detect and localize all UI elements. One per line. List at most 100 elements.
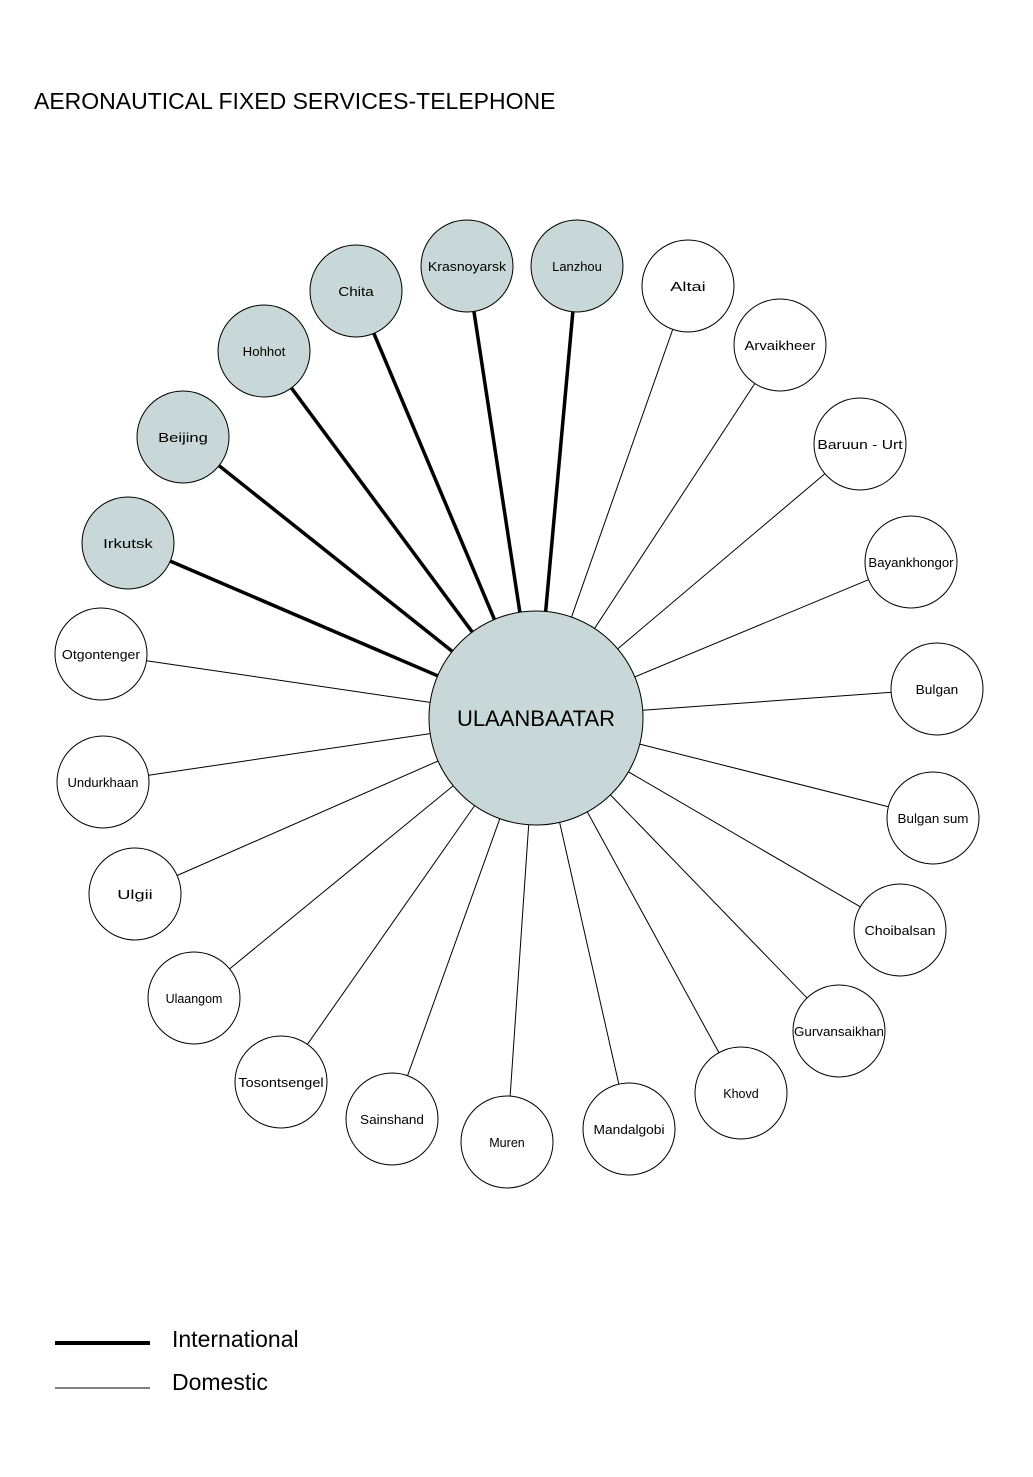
node-khovd: Khovd — [694, 1046, 788, 1140]
node-circle — [864, 515, 958, 609]
node-circle — [217, 304, 311, 398]
hub-label: ULAANBAATAR — [457, 706, 615, 731]
node-circle — [890, 642, 984, 736]
node-circle — [345, 1072, 439, 1166]
link-sainshand — [407, 818, 501, 1076]
node-label: Bulgan — [916, 682, 959, 697]
node-circle — [420, 219, 514, 313]
link-undurkhaan — [148, 733, 431, 776]
node-hohhot: Hohhot — [217, 304, 311, 398]
node-circle — [309, 244, 403, 338]
node-bayankhongor: Bayankhongor — [864, 515, 958, 609]
legend-international-label: International — [172, 1326, 299, 1352]
node-circle — [234, 1035, 328, 1129]
link-otgontenger — [146, 660, 431, 703]
link-mandalgobi — [559, 822, 620, 1085]
link-irkutsk — [169, 559, 439, 678]
node-circle — [147, 951, 241, 1045]
link-arvaikheer — [594, 383, 756, 629]
node-label: Hohhot — [243, 344, 286, 359]
node-label: Bulgan sum — [898, 811, 969, 826]
link-beijing — [217, 464, 454, 653]
node-label: Ulaangom — [166, 991, 223, 1006]
node-label: Altai — [670, 279, 706, 294]
node-circle — [460, 1095, 554, 1189]
node-arvaikheer: Arvaikheer — [733, 298, 827, 392]
link-choibalsan — [628, 771, 861, 908]
node-gurvansaikhan: Gurvansaikhan — [792, 984, 886, 1078]
node-bulgan: Bulgan — [890, 642, 984, 736]
link-bulgan-sum — [639, 743, 889, 808]
node-circle — [792, 984, 886, 1078]
node-circle — [853, 883, 947, 977]
node-chita: Chita — [309, 244, 403, 338]
link-hohhot — [289, 386, 474, 634]
link-ulgii — [176, 760, 439, 876]
node-circle — [81, 496, 175, 590]
hub-circle — [428, 610, 644, 826]
node-bulgan-sum: Bulgan sum — [886, 771, 980, 865]
node-label: Khovd — [723, 1086, 759, 1101]
node-label: Choibalsan — [865, 923, 936, 938]
node-label: Muren — [489, 1135, 525, 1150]
node-otgontenger: Otgontenger — [54, 607, 148, 701]
node-label: Ulgii — [117, 887, 153, 902]
node-altai: Altai — [641, 239, 735, 333]
node-label: Beijing — [158, 430, 208, 445]
link-gurvansaikhan — [610, 794, 808, 999]
node-beijing: Beijing — [136, 390, 230, 484]
node-circle — [694, 1046, 788, 1140]
node-circle — [136, 390, 230, 484]
node-circle — [56, 735, 150, 829]
link-lanzhou — [543, 311, 575, 612]
node-ulaangom: Ulaangom — [147, 951, 241, 1045]
node-irkutsk: Irkutsk — [81, 496, 175, 590]
link-krasnoyarsk — [472, 311, 522, 613]
node-label: Undurkhaan — [68, 775, 139, 790]
link-bayankhongor — [634, 579, 869, 678]
link-chita — [372, 332, 497, 621]
link-bulgan — [642, 691, 892, 711]
link-baruun-urt — [617, 473, 826, 650]
node-circle — [886, 771, 980, 865]
node-label: Chita — [338, 284, 374, 299]
node-mandalgobi: Mandalgobi — [582, 1082, 676, 1176]
node-circle — [813, 397, 907, 491]
node-label: Mandalgobi — [594, 1122, 665, 1137]
node-choibalsan: Choibalsan — [853, 883, 947, 977]
hub-group: ULAANBAATAR — [428, 610, 644, 826]
node-muren: Muren — [460, 1095, 554, 1189]
node-ulgii: Ulgii — [88, 847, 182, 941]
node-sainshand: Sainshand — [345, 1072, 439, 1166]
link-khovd — [586, 811, 720, 1053]
node-circle — [88, 847, 182, 941]
node-label: Lanzhou — [552, 259, 602, 274]
node-circle — [641, 239, 735, 333]
node-tosontsengel: Tosontsengel — [234, 1035, 328, 1129]
link-altai — [571, 329, 674, 618]
node-label: Irkutsk — [103, 536, 153, 551]
node-label: Sainshand — [360, 1112, 424, 1127]
node-circle — [733, 298, 827, 392]
legend-domestic-label: Domestic — [172, 1369, 268, 1395]
link-tosontsengel — [306, 805, 476, 1045]
node-circle — [582, 1082, 676, 1176]
link-muren — [509, 824, 530, 1097]
node-circle — [530, 219, 624, 313]
node-label: Otgontenger — [62, 647, 141, 662]
page-title: AERONAUTICAL FIXED SERVICES-TELEPHONE — [34, 88, 556, 114]
node-label: Krasnoyarsk — [428, 259, 507, 274]
link-group — [146, 311, 892, 1097]
node-baruun-urt: Baruun - Urt — [813, 397, 907, 491]
node-krasnoyarsk: Krasnoyarsk — [420, 219, 514, 313]
node-lanzhou: Lanzhou — [530, 219, 624, 313]
node-label: Baruun - Urt — [817, 437, 903, 452]
node-undurkhaan: Undurkhaan — [56, 735, 150, 829]
node-label: Gurvansaikhan — [794, 1024, 884, 1039]
node-label: Bayankhongor — [868, 555, 954, 570]
link-ulaangom — [229, 785, 454, 970]
node-label: Arvaikheer — [745, 338, 817, 353]
node-group: Irkutsk Beijing Hohhot Chita Krasnoyarsk Lanz… — [54, 219, 984, 1189]
legend — [55, 1341, 150, 1389]
